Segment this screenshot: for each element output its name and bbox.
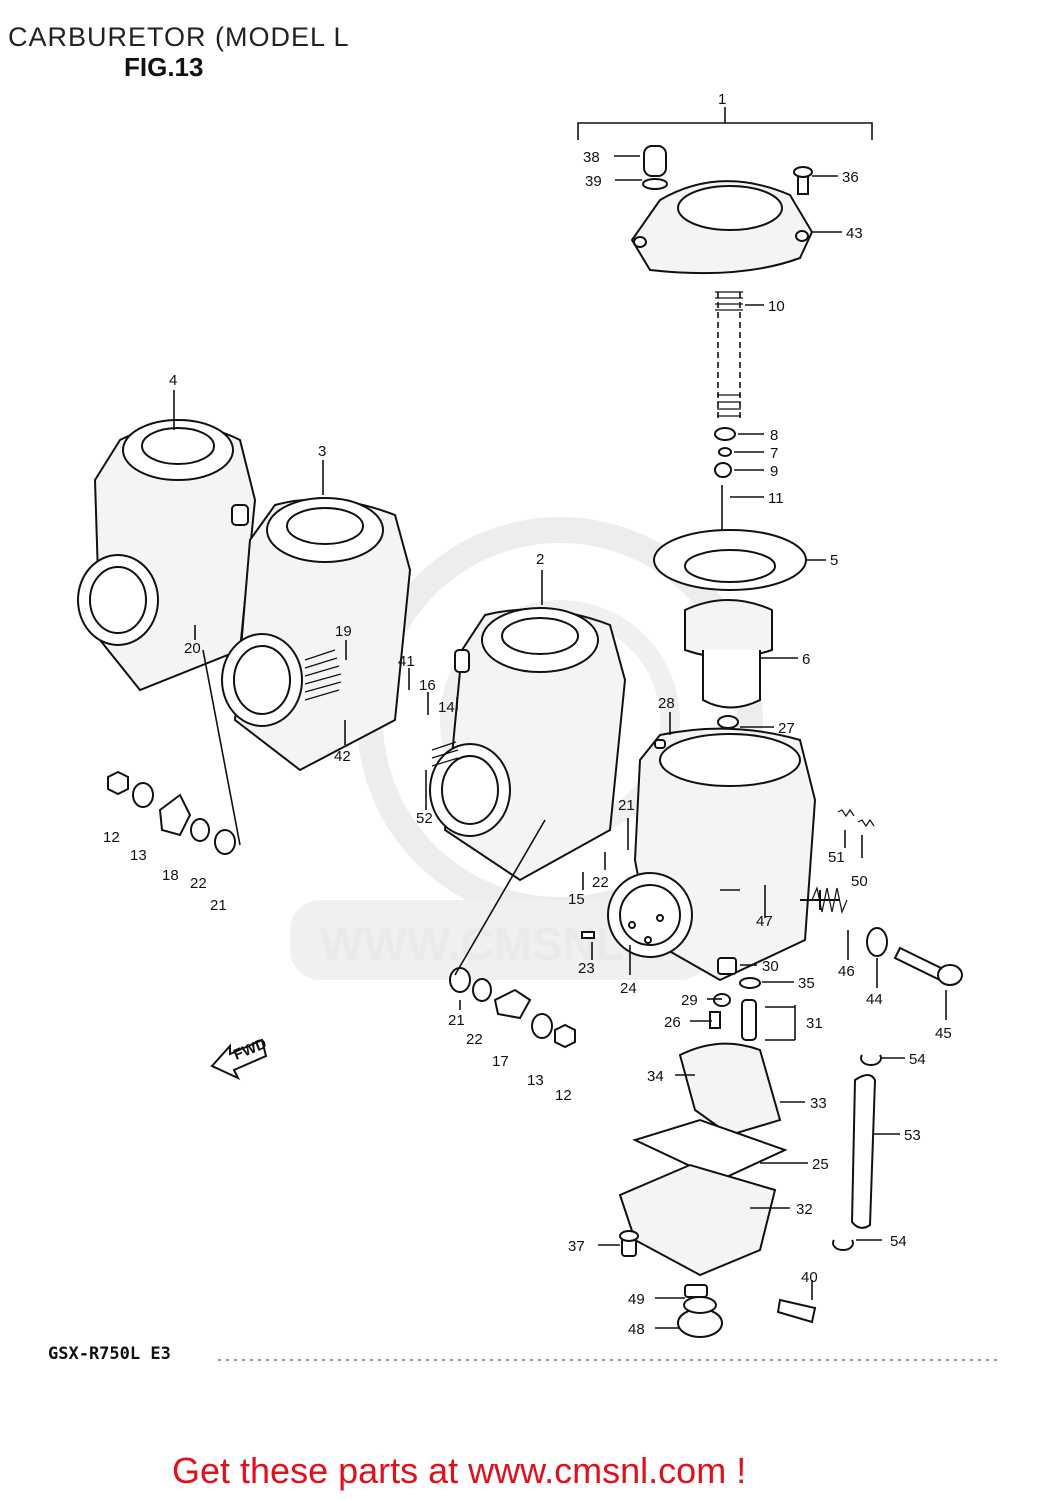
callout-21c: 21 xyxy=(448,1012,465,1029)
callout-12b: 12 xyxy=(555,1087,572,1104)
carburetor-body-1 xyxy=(607,727,817,982)
callout-14: 14 xyxy=(438,699,455,716)
hose-53 xyxy=(832,1054,882,1252)
callout-16: 16 xyxy=(419,677,436,694)
callout-21a: 21 xyxy=(618,797,635,814)
callout-2: 2 xyxy=(536,551,544,568)
callout-35: 35 xyxy=(798,975,815,992)
callout-10: 10 xyxy=(768,298,785,315)
callout-40: 40 xyxy=(801,1269,818,1286)
callout-3: 3 xyxy=(318,443,326,460)
top-cap-assembly xyxy=(630,145,814,840)
callout-37: 37 xyxy=(568,1238,585,1255)
figure-number: FIG.13 xyxy=(124,52,204,82)
callout-22b: 22 xyxy=(190,875,207,892)
carburetor-body-3 xyxy=(221,497,412,772)
cta-link[interactable]: Get these parts at www.cmsnl.com ! xyxy=(172,1450,747,1491)
callout-50: 50 xyxy=(851,873,868,890)
callout-9: 9 xyxy=(770,463,778,480)
callout-6: 6 xyxy=(802,651,810,668)
carburetor-body-2 xyxy=(429,607,627,882)
callout-11: 11 xyxy=(768,490,784,507)
callout-27: 27 xyxy=(778,720,795,737)
callout-38: 38 xyxy=(583,149,600,166)
callout-28: 28 xyxy=(658,695,675,712)
diagram-title: CARBURETOR (MODEL L xyxy=(8,22,350,52)
callout-22a: 22 xyxy=(592,874,609,891)
carburetor-body-4 xyxy=(77,419,257,692)
callout-18: 18 xyxy=(162,867,179,884)
callout-42: 42 xyxy=(334,748,351,765)
callout-51: 51 xyxy=(828,849,845,866)
callout-21b: 21 xyxy=(210,897,227,914)
callout-54a: 54 xyxy=(909,1051,926,1068)
callout-45: 45 xyxy=(935,1025,952,1042)
callout-54b: 54 xyxy=(890,1233,907,1250)
callout-46: 46 xyxy=(838,963,855,980)
callout-36: 36 xyxy=(842,169,859,186)
callout-7: 7 xyxy=(770,445,778,462)
callout-48: 48 xyxy=(628,1321,645,1338)
callout-8: 8 xyxy=(770,427,778,444)
callout-4: 4 xyxy=(169,372,177,389)
callout-labels: 1 2 3 4 5 6 7 8 9 10 11 12 12 13 13 14 1… xyxy=(103,91,952,1338)
callout-52: 52 xyxy=(416,810,433,827)
callout-31: 31 xyxy=(806,1015,823,1032)
callout-22c: 22 xyxy=(466,1031,483,1048)
callout-25: 25 xyxy=(812,1156,829,1173)
callout-34: 34 xyxy=(647,1068,664,1085)
callout-32: 32 xyxy=(796,1201,813,1218)
callout-26: 26 xyxy=(664,1014,681,1031)
callout-15: 15 xyxy=(568,891,585,908)
callout-41: 41 xyxy=(398,653,415,670)
callout-13a: 13 xyxy=(130,847,147,864)
callout-47: 47 xyxy=(756,913,773,930)
callout-29: 29 xyxy=(681,992,698,1009)
callout-44: 44 xyxy=(866,991,883,1008)
callout-24: 24 xyxy=(620,980,637,997)
bracket-1 xyxy=(577,107,873,140)
fwd-arrow-icon: FWD xyxy=(210,1035,269,1081)
linkage-parts-right xyxy=(449,739,963,1049)
callout-1: 1 xyxy=(718,91,726,108)
callout-19: 19 xyxy=(335,623,352,640)
callout-12a: 12 xyxy=(103,829,120,846)
linkage-parts-left xyxy=(107,649,241,855)
callout-5: 5 xyxy=(830,552,838,569)
callout-17: 17 xyxy=(492,1053,509,1070)
callout-49: 49 xyxy=(628,1291,645,1308)
leader-lines xyxy=(173,155,947,1329)
callout-20: 20 xyxy=(184,640,201,657)
callout-39: 39 xyxy=(585,173,602,190)
callout-13b: 13 xyxy=(527,1072,544,1089)
callout-53: 53 xyxy=(904,1127,921,1144)
callout-23: 23 xyxy=(578,960,595,977)
callout-30: 30 xyxy=(762,958,779,975)
callout-43: 43 xyxy=(846,225,863,242)
float-chamber-assembly xyxy=(618,957,817,1338)
callout-33: 33 xyxy=(810,1095,827,1112)
model-code: GSX-R750L E3 xyxy=(48,1344,171,1364)
